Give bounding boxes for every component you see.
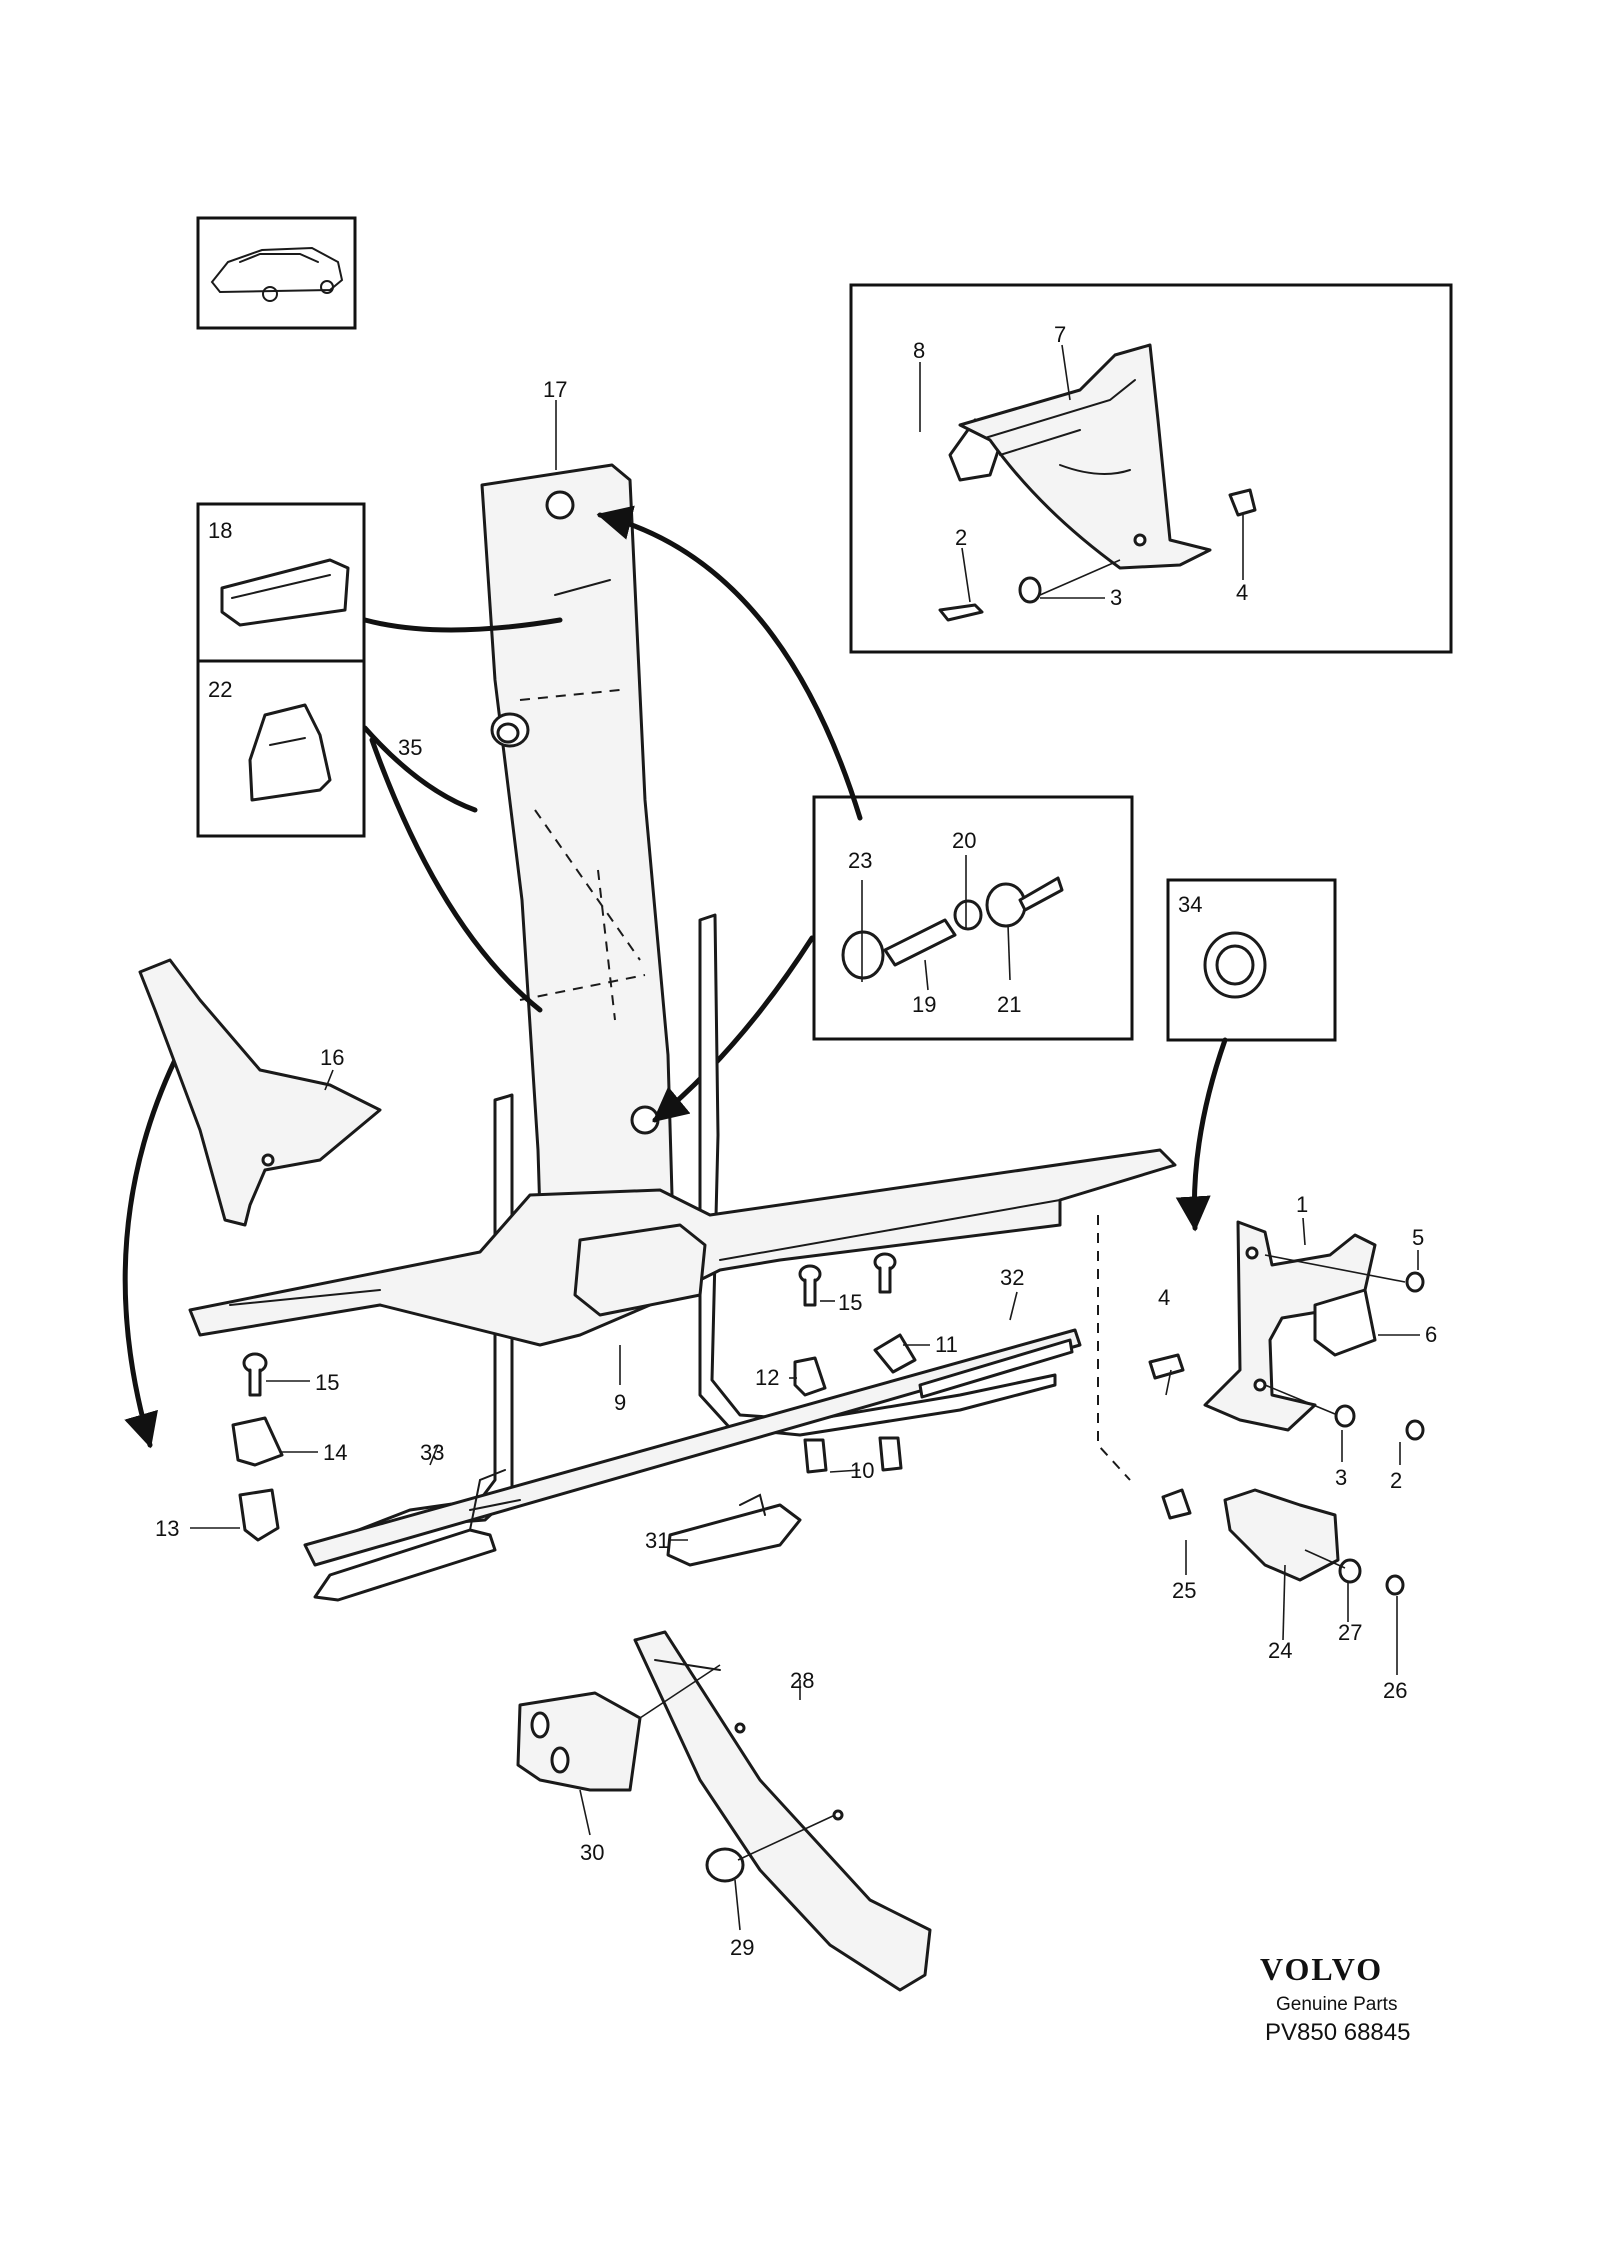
callout-4-inset: 4 (1236, 580, 1248, 605)
callout-6: 6 (1425, 1322, 1437, 1347)
pillar-trim-17 (480, 463, 674, 1217)
callout-34: 34 (1178, 892, 1202, 917)
inset-fastener-19-23 (812, 795, 1134, 1041)
callout-18: 18 (208, 518, 232, 543)
right-trim-parts (1097, 1215, 1425, 1481)
inset-grommet-34 (1166, 878, 1337, 1042)
inset-clips-18-22 (196, 502, 366, 838)
callout-30: 30 (580, 1840, 604, 1865)
callout-27: 27 (1338, 1620, 1362, 1645)
callout-4: 4 (1158, 1285, 1170, 1310)
callout-22: 22 (208, 677, 232, 702)
callout-13: 13 (155, 1516, 179, 1541)
lower-right-parts (1161, 1488, 1405, 1596)
connector-curves (122, 505, 1228, 1449)
callout-5: 5 (1412, 1225, 1424, 1250)
weather-strips (313, 1338, 1074, 1602)
small-fasteners (231, 1252, 917, 1567)
callout-15-left: 15 (315, 1370, 339, 1395)
door-frame (303, 913, 1082, 1567)
car-thumbnail (196, 216, 357, 330)
pull-handle-28-30 (516, 1630, 932, 1992)
callout-32: 32 (1000, 1265, 1024, 1290)
callout-31: 31 (645, 1528, 669, 1553)
callout-15-center: 15 (838, 1290, 862, 1315)
callout-14: 14 (323, 1440, 347, 1465)
callout-19: 19 (912, 992, 936, 1017)
callout-1: 1 (1296, 1192, 1308, 1217)
callout-10: 10 (850, 1458, 874, 1483)
callout-3: 3 (1335, 1465, 1347, 1490)
callout-8: 8 (913, 338, 925, 363)
callout-20: 20 (952, 828, 976, 853)
callout-2: 2 (1390, 1468, 1402, 1493)
callout-7: 7 (1054, 322, 1066, 347)
callout-25: 25 (1172, 1578, 1196, 1603)
callout-29: 29 (730, 1935, 754, 1960)
callout-labels: 1 2 2 3 3 4 4 5 6 7 8 9 10 11 12 13 14 1… (155, 322, 1437, 1960)
callout-23: 23 (848, 848, 872, 873)
callout-21: 21 (997, 992, 1021, 1017)
callout-3-inset: 3 (1110, 585, 1122, 610)
inset-lower-trim (849, 283, 1453, 654)
brand-subtitle: Genuine Parts (1276, 1994, 1397, 2015)
callout-26: 26 (1383, 1678, 1407, 1703)
brand-name: VOLVO (1260, 1951, 1383, 1987)
callout-11: 11 (935, 1332, 958, 1357)
callout-17: 17 (543, 377, 567, 402)
callout-2-inset: 2 (955, 525, 967, 550)
callout-leaders (190, 344, 1420, 1931)
sill-panel-9 (188, 1148, 1177, 1347)
trim-piece-16 (138, 958, 382, 1227)
callout-33: 33 (420, 1440, 444, 1465)
callout-12: 12 (755, 1365, 779, 1390)
callout-16: 16 (320, 1045, 344, 1070)
callout-9: 9 (614, 1390, 626, 1415)
callout-35: 35 (398, 735, 422, 760)
callout-28: 28 (790, 1668, 814, 1693)
brand-code: PV850 68845 (1265, 2019, 1410, 2046)
callout-24: 24 (1268, 1638, 1292, 1663)
brand-block: VOLVO Genuine Parts PV850 68845 (1260, 1951, 1410, 2046)
